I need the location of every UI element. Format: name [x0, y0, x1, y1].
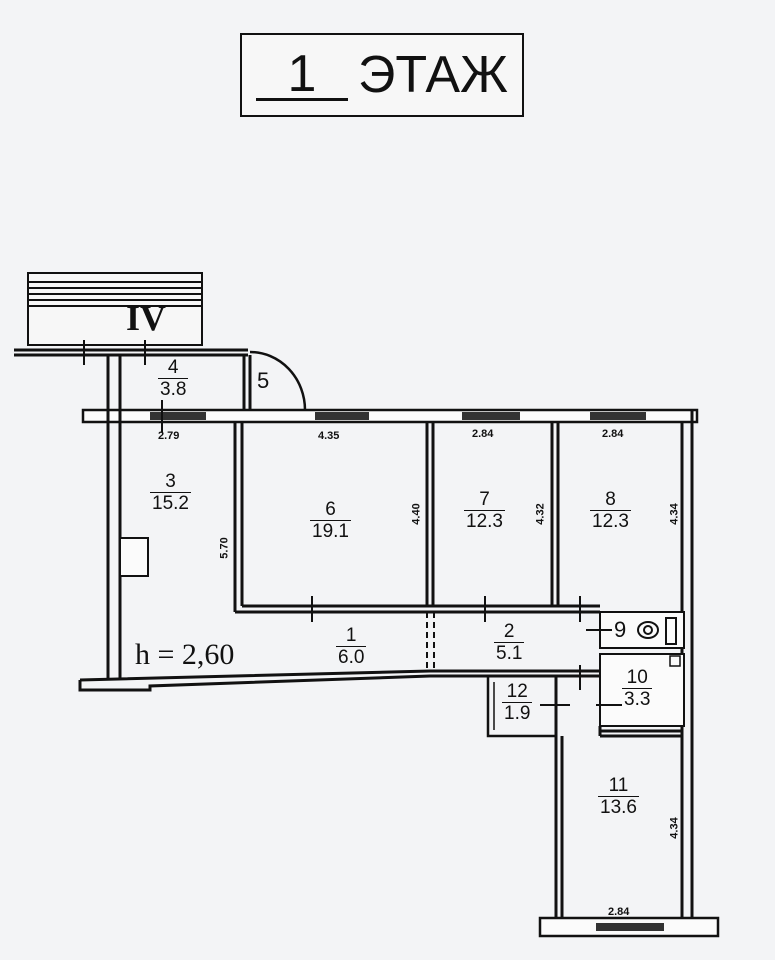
- room-10: 10 3.3: [622, 667, 653, 710]
- dimension-label: 4.34: [668, 503, 681, 525]
- walls: [14, 348, 720, 938]
- room-9: 9: [614, 617, 627, 642]
- dimension-label: 2.84: [608, 906, 630, 918]
- room-number: 8: [605, 489, 616, 510]
- dimension-label: 4.34: [668, 817, 681, 839]
- room-3: 3 15.2: [150, 472, 191, 514]
- dimension-label: 4.35: [318, 430, 340, 442]
- door-marks: [83, 340, 622, 706]
- room-number: 3: [165, 471, 176, 492]
- room-number: 12: [506, 681, 528, 702]
- room-area: 3.8: [158, 378, 189, 400]
- room-area: 12.3: [464, 510, 505, 532]
- dimension-label: 4.40: [410, 503, 423, 525]
- room-area: 3.3: [622, 688, 653, 710]
- room-number: 10: [626, 667, 648, 688]
- room-number: 7: [479, 489, 490, 510]
- room-area: 15.2: [150, 492, 191, 514]
- room-number: 1: [345, 625, 357, 646]
- floor-number: 1: [255, 48, 348, 101]
- room-1: 1 6.0: [336, 625, 367, 668]
- room-number: 2: [503, 621, 515, 642]
- ceiling-height: h = 2,60: [135, 638, 235, 671]
- room-8: 8 12.3: [590, 490, 631, 532]
- closet: [119, 537, 149, 577]
- room-6: 6 19.1: [310, 500, 351, 542]
- room-number: 11: [608, 775, 629, 796]
- room-area: 5.1: [494, 642, 525, 664]
- room-4: 4 3.8: [158, 357, 189, 400]
- dimension-label: 2.79: [158, 430, 180, 442]
- room-number: 4: [167, 357, 179, 378]
- room-5: 5: [257, 368, 270, 393]
- dimension-label: 4.32: [534, 503, 547, 525]
- floor-word: ЭТАЖ: [357, 46, 509, 104]
- stair-block: [27, 272, 203, 346]
- room-area: 12.3: [590, 510, 631, 532]
- room-area: 13.6: [598, 796, 639, 818]
- room-2: 2 5.1: [494, 621, 525, 664]
- dimension-label: 5.70: [218, 537, 231, 559]
- room-11: 11 13.6: [598, 776, 639, 818]
- room-12: 12 1.9: [502, 681, 533, 724]
- floor-title: 1 ЭТАЖ: [240, 33, 524, 117]
- room-area: 19.1: [310, 520, 351, 542]
- dimension-label: 2.84: [602, 428, 624, 440]
- stair-label: IV: [126, 298, 167, 338]
- toilet-icon: [637, 617, 677, 645]
- room-area: 6.0: [336, 646, 367, 668]
- dimension-label: 2.84: [472, 428, 494, 440]
- vent-icon: [669, 655, 681, 667]
- room-number: 6: [325, 499, 336, 520]
- windows: [150, 412, 664, 931]
- room-area: 1.9: [502, 702, 533, 724]
- room-number: 9: [614, 617, 627, 642]
- room-7: 7 12.3: [464, 490, 505, 532]
